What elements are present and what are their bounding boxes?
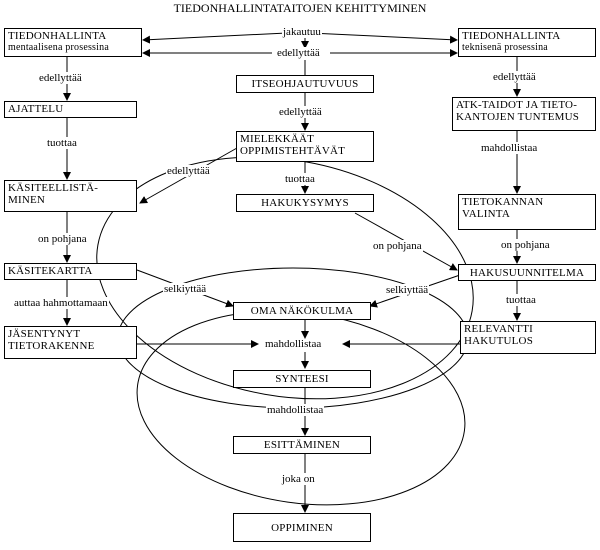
node-atk-taidot: ATK-TAIDOT JA TIETO- KANTOJEN TUNTEMUS (452, 97, 596, 131)
node-tiedonhallinta-mentaalisena: TIEDONHALLINTA mentaalisena prosessina (4, 28, 142, 57)
arrow-jakautuu-left (142, 32, 288, 44)
node-line: JÄSENTYNYT (8, 328, 81, 340)
node-line: RELEVANTTI (464, 323, 534, 335)
node-line: TIETOKANNAN (462, 196, 544, 208)
label-on-pohjana-center: on pohjana (372, 240, 423, 252)
node-esittaminen: ESITTÄMINEN (233, 436, 371, 454)
node-kasitteellistaminen: KÄSITEELLISTÄ- MINEN (4, 180, 137, 212)
label-auttaa-hahmottamaan: auttaa hahmottamaan (13, 297, 109, 309)
node-subline: mentaalisena prosessina (8, 42, 109, 53)
label-edellyttaa-top: edellyttää (276, 47, 321, 59)
diagram-title: TIEDONHALLINTATAITOJEN KEHITTYMINEN (173, 1, 427, 15)
node-line: KANTOJEN TUNTEMUS (456, 111, 580, 123)
label-tuottaa-right: tuottaa (505, 294, 537, 306)
label-edellyttaa-diagonal: edellyttää (166, 165, 211, 177)
node-mielekkaat: MIELEKKÄÄT OPPIMISTEHTÄVÄT (236, 131, 374, 162)
label-mahdollistaa-right: mahdollistaa (480, 142, 539, 154)
node-line: TIEDONHALLINTA (8, 30, 107, 42)
label-on-pohjana-left: on pohjana (37, 233, 88, 245)
node-line: MINEN (8, 194, 46, 206)
node-itseohjautuvuus: ITSEOHJAUTUVUUS (236, 75, 374, 93)
label-jakautuu: jakautuu (282, 26, 322, 38)
node-oma-nakokulma: OMA NÄKÖKULMA (233, 302, 371, 320)
node-subline: teknisenä prosessina (462, 42, 548, 53)
node-line: TIETORAKENNE (8, 340, 95, 352)
node-line: MIELEKKÄÄT (240, 133, 315, 145)
label-selkiyttaa-right: selkiyttää (385, 284, 430, 296)
label-selkiyttaa-left: selkiyttää (163, 283, 208, 295)
node-tietokannan-valinta: TIETOKANNAN VALINTA (458, 194, 596, 230)
node-line: HAKUTULOS (464, 335, 534, 347)
arrow-jakautuu-right (309, 32, 458, 44)
label-edellyttaa-center: edellyttää (278, 106, 323, 118)
node-relevantti: RELEVANTTI HAKUTULOS (460, 321, 596, 354)
node-line: TIEDONHALLINTA (462, 30, 561, 42)
label-edellyttaa-left: edellyttää (38, 72, 83, 84)
label-tuottaa-center: tuottaa (284, 173, 316, 185)
label-on-pohjana-right: on pohjana (500, 239, 551, 251)
node-jasentynyt: JÄSENTYNYT TIETORAKENNE (4, 326, 137, 359)
node-hakukysymys: HAKUKYSYMYS (236, 194, 374, 212)
node-line: OPPIMISTEHTÄVÄT (240, 145, 346, 157)
label-tuottaa-left: tuottaa (46, 137, 78, 149)
node-oppiminen: OPPIMINEN (233, 513, 371, 542)
label-mahdollistaa-bottom: mahdollistaa (266, 404, 325, 416)
node-line: KÄSITEELLISTÄ- (8, 182, 99, 194)
label-mahdollistaa-center: mahdollistaa (265, 338, 322, 350)
node-line: VALINTA (462, 208, 510, 220)
label-edellyttaa-right: edellyttää (492, 71, 537, 83)
node-kasitekartta: KÄSITEKARTTA (4, 263, 137, 280)
node-line: ATK-TAIDOT JA TIETO- (456, 99, 578, 111)
label-joka-on: joka on (281, 473, 316, 485)
node-tiedonhallinta-teknisena: TIEDONHALLINTA teknisenä prosessina (458, 28, 596, 57)
node-hakusuunnitelma: HAKUSUUNNITELMA (458, 264, 596, 281)
node-synteesi: SYNTEESI (233, 370, 371, 388)
node-ajattelu: AJATTELU (4, 101, 137, 118)
